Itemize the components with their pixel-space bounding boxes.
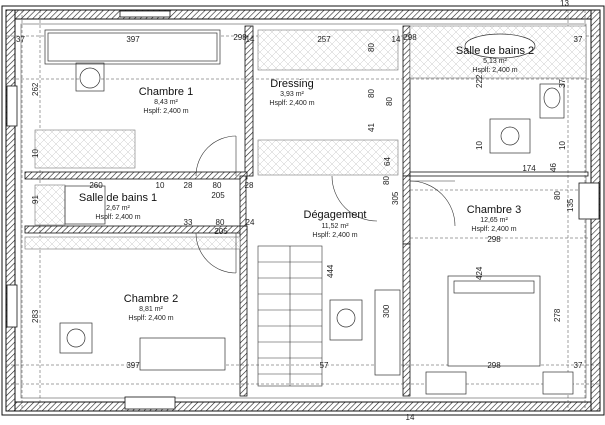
dim-label: 80 [367,89,376,98]
room-name: Chambre 2 [124,293,178,305]
dim-label: 80 [553,191,562,200]
tiled-areas [24,25,587,250]
dim-label: 10 [31,149,40,158]
dim-label: 424 [475,266,484,280]
dim-label: 37 [574,361,583,370]
dim-label: 135 [566,198,575,212]
room-height: Hsplf: 2,400 m [143,108,188,115]
room-name: Chambre 3 [467,204,521,216]
dim-label: 300 [382,304,391,318]
dim-label: 37 [558,79,567,88]
furniture [44,29,574,395]
dim-label: 397 [126,35,140,44]
room-height: Hsplf: 2,400 m [95,214,140,221]
dim-label: 28 [184,181,193,190]
dim-label: 444 [326,264,335,278]
dim-label: 257 [317,35,331,44]
dim-label: 305 [391,191,400,205]
dim-label: 80 [382,176,391,185]
room-height: Hsplf: 2,400 m [128,315,173,322]
room-name: Dégagement [304,209,367,221]
dim-label: 298 [487,361,501,370]
dim-label: 262 [31,82,40,96]
room-chambre-1: Chambre 1 8,43 m² Hsplf: 2,400 m [139,86,193,115]
room-height: Hsplf: 2,400 m [312,232,357,239]
dim-label: 298 [403,33,417,42]
dim-label: 37 [574,35,583,44]
room-salle-de-bains-1: Salle de bains 1 2,67 m² Hsplf: 2,400 m [79,192,157,221]
dim-label: 222 [475,74,484,88]
windows [6,10,600,410]
dimension-labels: 37 397 14 298 257 14 298 37 262 10 91 28… [16,0,583,422]
room-area: 3,93 m² [280,91,304,98]
room-name: Dressing [270,78,313,90]
room-area: 5,13 m² [483,58,507,65]
door-swings [195,135,456,274]
dim-label: 283 [31,309,40,323]
dim-label: 41 [367,123,376,132]
room-area: 12,65 m² [480,217,508,224]
dim-label: 33 [184,218,193,227]
room-degagement: Dégagement 11,52 m² Hsplf: 2,400 m [304,209,367,239]
room-area: 2,67 m² [106,205,130,212]
room-height: Hsplf: 2,400 m [471,226,516,233]
room-chambre-2: Chambre 2 8,81 m² Hsplf: 2,400 m [124,293,178,322]
staircase [257,245,323,387]
dim-label: 10 [156,181,165,190]
dim-label: 205 [214,227,228,236]
dim-label: 14 [406,413,415,422]
room-dressing: Dressing 3,93 m² Hsplf: 2,400 m [269,78,314,107]
dim-label: 260 [89,181,103,190]
dim-label: 91 [31,195,40,204]
dim-label: 64 [383,157,392,166]
room-salle-de-bains-2: Salle de bains 2 5,13 m² Hsplf: 2,400 m [456,45,534,74]
room-area: 8,81 m² [139,306,163,313]
room-chambre-3: Chambre 3 12,65 m² Hsplf: 2,400 m [467,204,521,233]
interior-walls [24,25,589,397]
dim-label: 14 [246,35,255,44]
dim-label: 174 [522,164,536,173]
dim-label: 24 [246,218,255,227]
dim-label: 278 [553,308,562,322]
dim-label: 46 [549,163,558,172]
dim-label: 57 [320,361,329,370]
dim-label: 205 [211,191,225,200]
room-area: 11,52 m² [321,223,349,230]
dim-label: 80 [216,218,225,227]
dim-label: 80 [213,181,222,190]
dim-label: 80 [367,43,376,52]
room-name: Salle de bains 1 [79,192,157,204]
room-area: 8,43 m² [154,99,178,106]
dim-label: 28 [245,181,254,190]
dim-label: 14 [392,35,401,44]
room-name: Salle de bains 2 [456,45,534,57]
dim-label: 10 [558,141,567,150]
dim-label: 298 [487,235,501,244]
room-name: Chambre 1 [139,86,193,98]
dim-label: 80 [385,97,394,106]
dim-label: 397 [126,361,140,370]
room-height: Hsplf: 2,400 m [269,100,314,107]
dim-label: 10 [475,141,484,150]
dim-label: 37 [16,35,25,44]
dim-label: 13 [560,0,569,8]
dim-label: 298 [233,33,247,42]
room-height: Hsplf: 2,400 m [472,67,517,74]
